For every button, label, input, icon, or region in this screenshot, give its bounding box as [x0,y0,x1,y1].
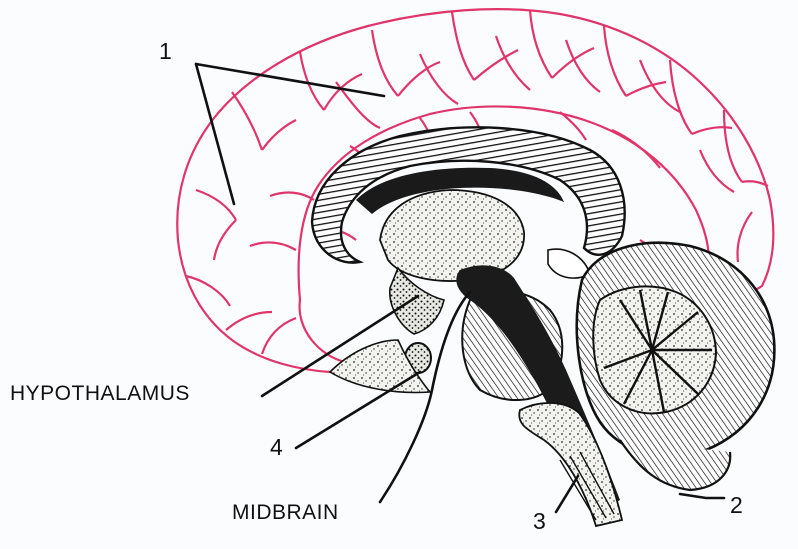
cerebral-cortex [176,8,775,374]
leader-line-2 [678,492,726,500]
sulcus-line [450,11,519,81]
leader-line-1b [194,62,236,206]
cerebellum [575,241,776,492]
sulcus-line [231,91,297,151]
corpus-callosum [310,126,626,264]
cerebellum-folia-base [619,439,732,492]
label-midbrain: MIDBRAIN [232,501,339,524]
sulcus-line [195,188,237,261]
sulcus-line [736,211,753,263]
sulcus-line [722,109,769,187]
thalamus [379,189,525,282]
sulcus-line [668,59,733,136]
sulcus-line [638,59,735,193]
arbor-vitae-branches [603,289,712,413]
temporal-lobe-base [328,339,432,394]
sulcus-line [249,191,315,251]
label-4: 4 [270,434,284,460]
label-2: 2 [730,492,744,518]
cortex-outer-outline [176,8,775,374]
label-3: 3 [533,508,547,534]
leader-lines [194,62,726,514]
spinal-cord-lines [559,451,615,521]
label-hypothalamus: HYPOTHALAMUS [10,382,190,405]
leader-line-midbrain [378,290,472,504]
label-1: 1 [159,38,173,64]
leader-line-4 [294,370,422,450]
fourth-ventricle [547,248,591,279]
sulcus-line [559,111,661,169]
fornix [356,167,564,214]
sulcus-line [494,35,601,93]
leader-line-3 [554,474,580,514]
sulcus-line [225,310,273,331]
leader-line-1a [194,62,386,98]
sulcus-line [185,274,231,307]
sulcus-line [602,25,667,97]
medulla-spinal-cord [518,402,624,528]
sulcus-line [298,51,363,111]
sulcus-line [370,29,441,97]
sulcus-line [260,316,297,355]
hypothalamus-region [389,266,445,335]
leader-line-hypothalamus [260,294,420,398]
cortex-inner-outline [297,105,710,364]
